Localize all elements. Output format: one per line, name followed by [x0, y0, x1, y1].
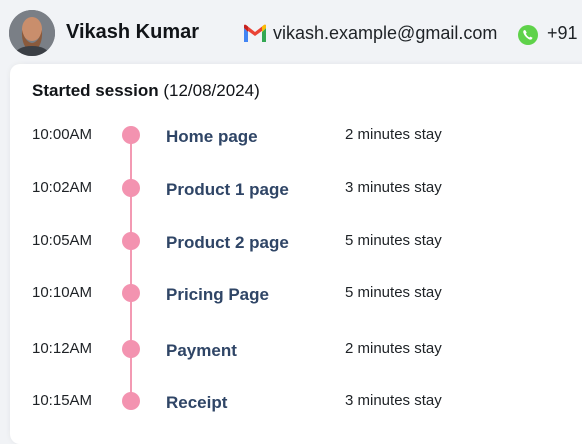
event-stay: 5 minutes stay: [345, 284, 442, 301]
event-page[interactable]: Pricing Page: [166, 285, 269, 304]
session-title: Started session (12/08/2024): [32, 81, 260, 101]
event-stay: 2 minutes stay: [345, 340, 442, 357]
timeline-item: 10:05AM Product 2 page 5 minutes stay: [0, 232, 582, 260]
session-date: (12/08/2024): [163, 81, 260, 100]
event-time: 10:10AM: [32, 284, 93, 301]
user-email[interactable]: vikash.example@gmail.com: [273, 23, 498, 43]
session-title-label: Started session: [32, 81, 159, 100]
session-card: [10, 64, 582, 444]
timeline-item: 10:10AM Pricing Page 5 minutes stay: [0, 284, 582, 312]
event-time: 10:05AM: [32, 232, 93, 249]
event-page[interactable]: Payment: [166, 341, 237, 360]
timeline-dot: [122, 179, 140, 197]
timeline-dot: [122, 284, 140, 302]
event-page[interactable]: Receipt: [166, 393, 228, 412]
user-name: Vikash Kumar: [66, 21, 200, 43]
event-stay: 5 minutes stay: [345, 232, 442, 249]
whatsapp-icon: [517, 24, 539, 46]
timeline-item: 10:15AM Receipt 3 minutes stay: [0, 392, 582, 420]
timeline-item: 10:00AM Home page 2 minutes stay: [0, 126, 582, 154]
event-stay: 2 minutes stay: [345, 126, 442, 143]
gmail-icon: [243, 24, 267, 44]
event-time: 10:12AM: [32, 340, 93, 357]
event-time: 10:00AM: [32, 126, 93, 143]
timeline-dot: [122, 340, 140, 358]
event-page[interactable]: Home page: [166, 127, 258, 146]
timeline-item: 10:02AM Product 1 page 3 minutes stay: [0, 179, 582, 207]
timeline-line: [130, 132, 132, 402]
timeline-dot: [122, 126, 140, 144]
event-time: 10:15AM: [32, 392, 93, 409]
event-time: 10:02AM: [32, 179, 93, 196]
user-phone[interactable]: +91: [547, 23, 578, 43]
avatar: [9, 10, 55, 56]
event-page[interactable]: Product 2 page: [166, 233, 289, 252]
event-stay: 3 minutes stay: [345, 179, 442, 196]
user-header: Vikash Kumar vikash.example@gmail.com +9…: [0, 0, 582, 64]
timeline-dot: [122, 392, 140, 410]
event-stay: 3 minutes stay: [345, 392, 442, 409]
event-page[interactable]: Product 1 page: [166, 180, 289, 199]
timeline-dot: [122, 232, 140, 250]
timeline-item: 10:12AM Payment 2 minutes stay: [0, 340, 582, 368]
